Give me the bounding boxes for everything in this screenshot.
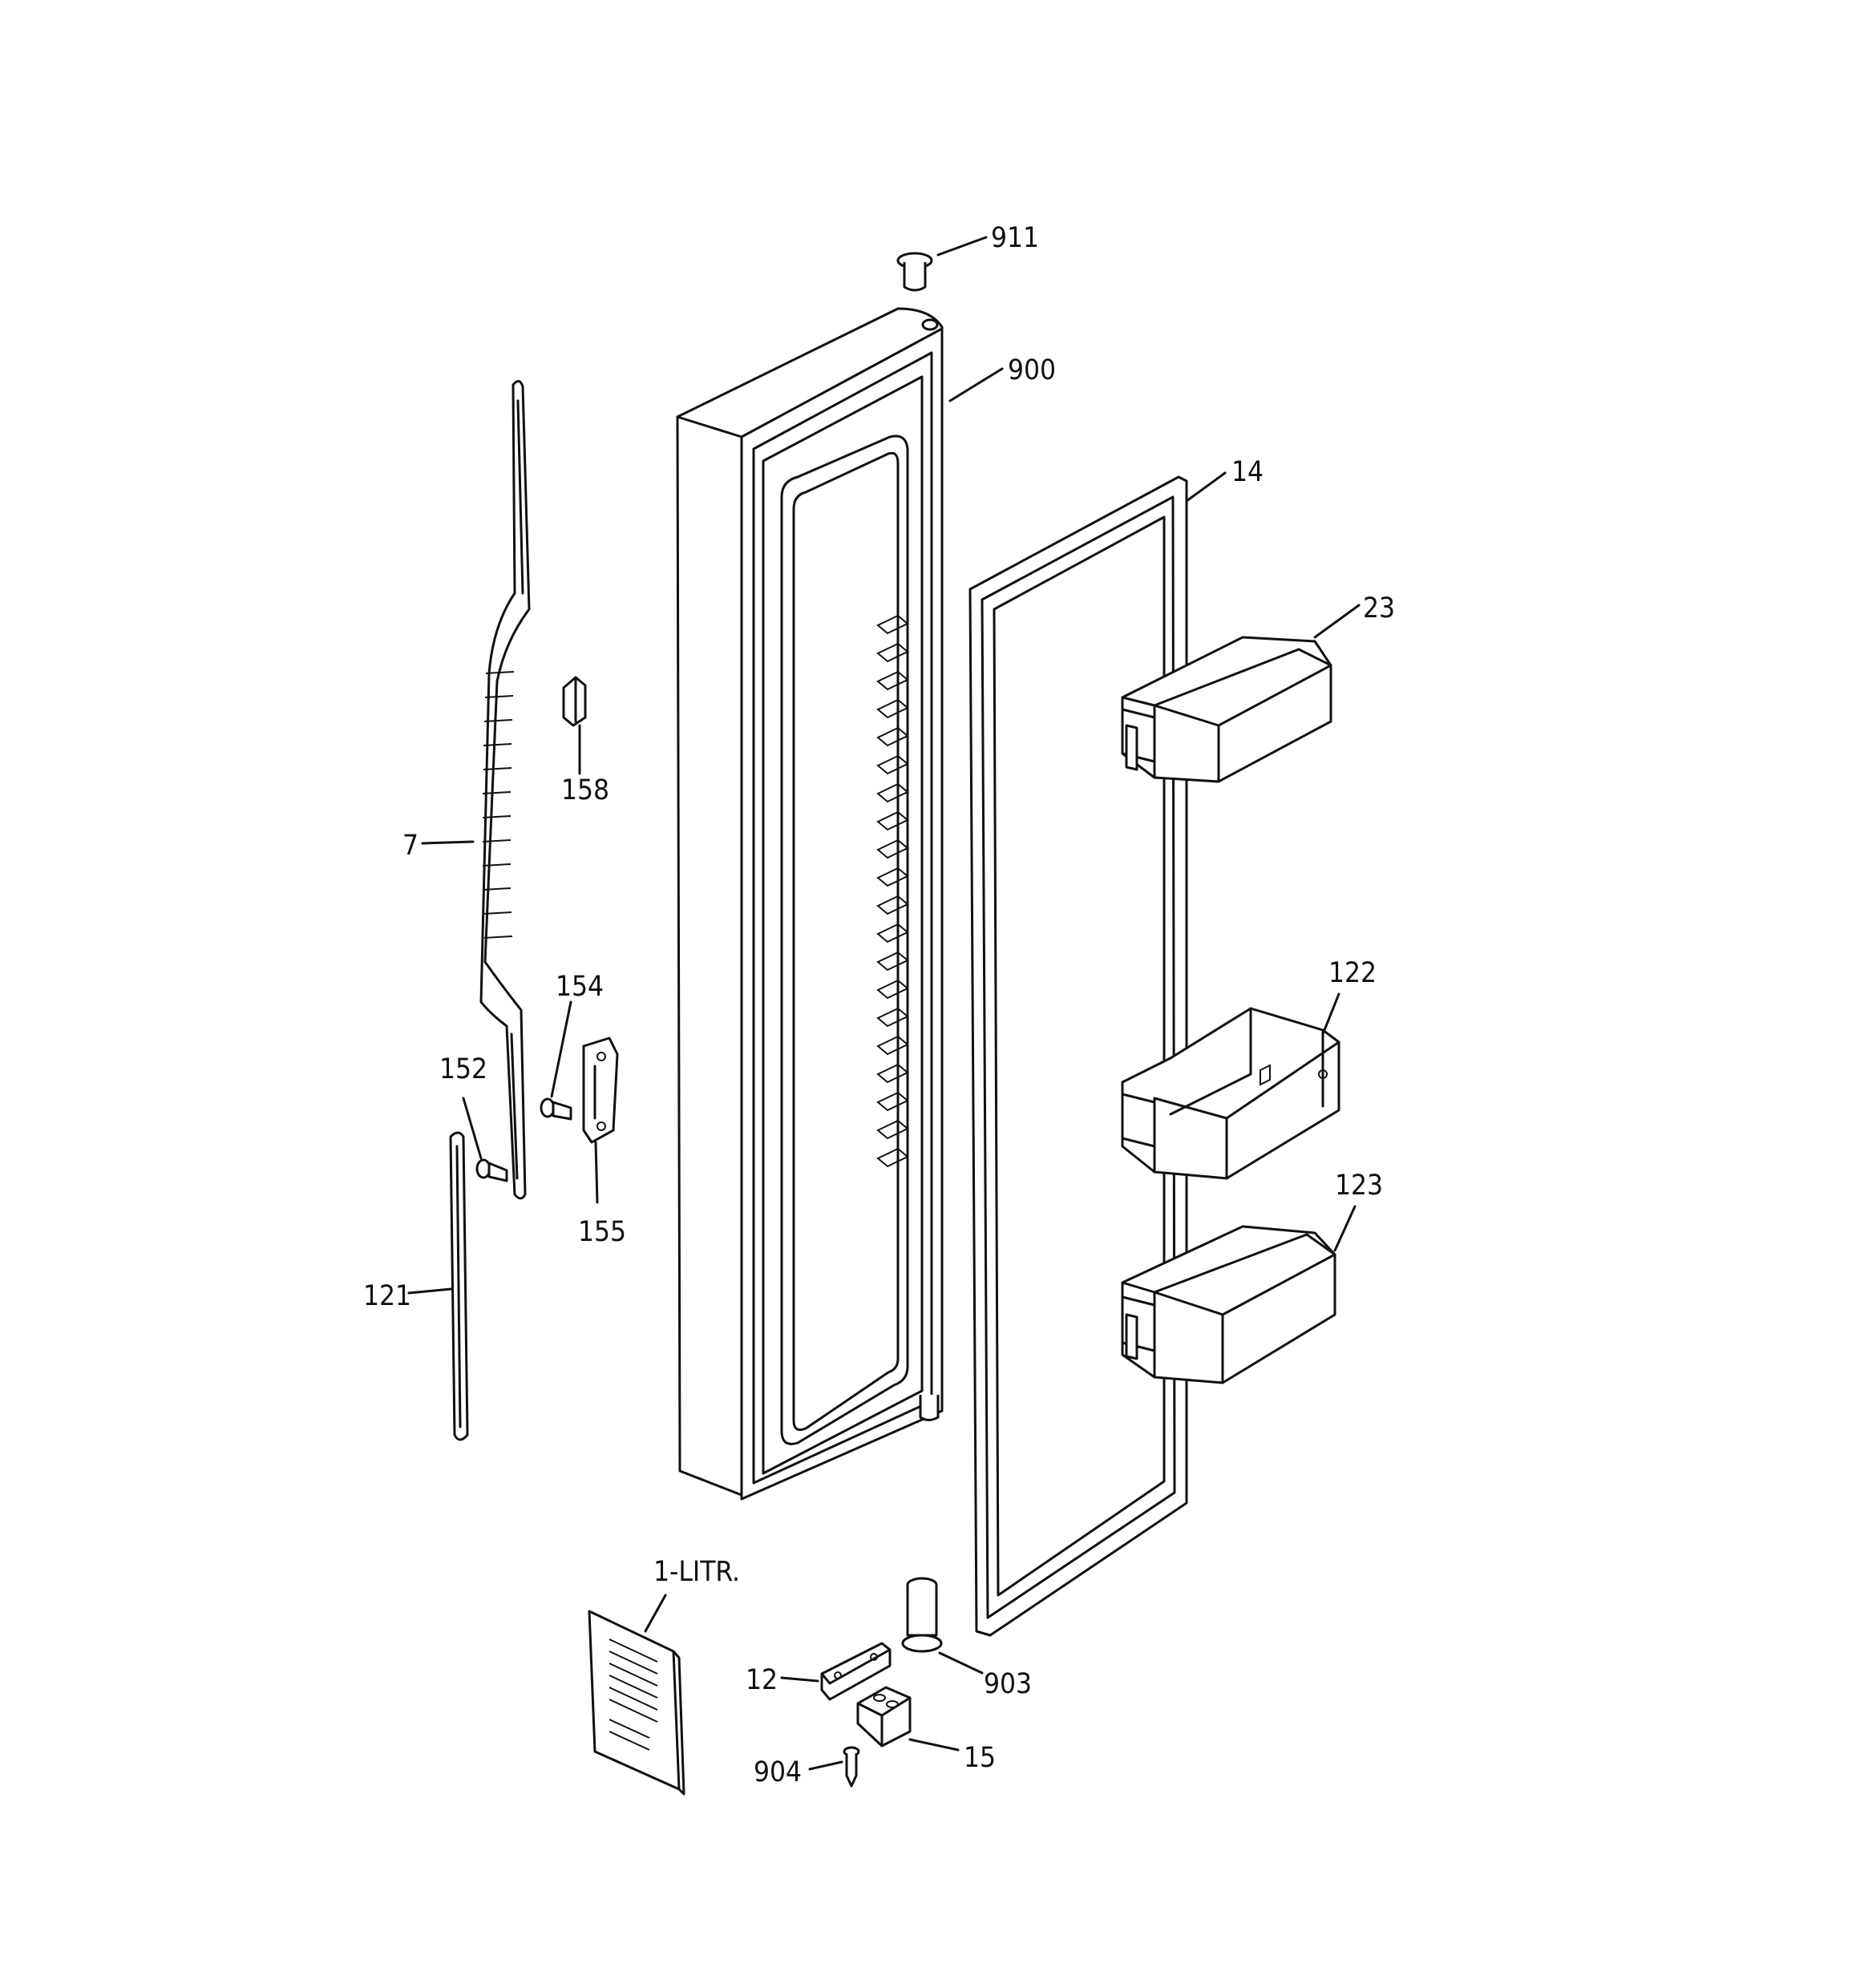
part-7-handle xyxy=(479,380,531,1200)
part-14-gasket xyxy=(968,475,1188,1637)
callout-23: 23 xyxy=(1363,592,1395,624)
part-155-bracket xyxy=(582,1036,619,1144)
part-152-screw xyxy=(475,1158,508,1182)
callout-7: 7 xyxy=(402,830,418,862)
part-123-bin xyxy=(1121,1225,1336,1384)
part-15-hinge xyxy=(856,1686,912,1748)
leader-12 xyxy=(780,1676,819,1683)
callout-123: 123 xyxy=(1335,1170,1383,1202)
leader-900 xyxy=(948,367,1004,402)
callout-152: 152 xyxy=(439,1053,487,1085)
leader-14 xyxy=(1185,471,1227,503)
part-154-screw xyxy=(540,1097,572,1121)
part-12-shim xyxy=(820,1642,892,1701)
leader-154 xyxy=(550,1000,572,1098)
callout-12: 12 xyxy=(746,1664,778,1696)
callout-labels: 911 900 14 23 158 7 154 152 155 122 123 … xyxy=(363,222,1395,1788)
callout-1-litr: 1-LITR. xyxy=(653,1556,740,1588)
callout-903: 903 xyxy=(984,1668,1032,1700)
callout-122: 122 xyxy=(1328,957,1377,989)
callout-154: 154 xyxy=(556,971,604,1003)
leader-155 xyxy=(594,1141,599,1204)
part-158-clip xyxy=(562,676,587,727)
callout-900: 900 xyxy=(1008,354,1056,386)
callout-911: 911 xyxy=(991,222,1039,254)
part-904-screw xyxy=(843,1746,860,1788)
leader-122 xyxy=(1321,992,1340,1036)
callout-121: 121 xyxy=(363,1280,411,1312)
callout-14: 14 xyxy=(1231,456,1264,488)
part-903-bushing xyxy=(901,1577,943,1653)
part-122-bin xyxy=(1121,1007,1340,1180)
part-1-litr-booklet xyxy=(588,1610,685,1796)
leader-904 xyxy=(808,1760,843,1771)
callout-904: 904 xyxy=(754,1756,802,1788)
callout-15: 15 xyxy=(964,1742,996,1774)
leader-903 xyxy=(938,1651,984,1675)
callout-158: 158 xyxy=(561,774,609,806)
leader-911 xyxy=(936,236,988,257)
leader-15 xyxy=(908,1738,960,1752)
leader-7 xyxy=(421,840,475,845)
part-121-trim xyxy=(449,1131,469,1441)
door-rack-tabs xyxy=(876,614,909,1168)
part-23-bin xyxy=(1121,636,1332,783)
leader-lines xyxy=(407,236,1361,1771)
handle-grip-ridges xyxy=(482,671,515,939)
leader-23 xyxy=(1313,604,1361,639)
leader-152 xyxy=(462,1097,483,1160)
leader-1-litr xyxy=(644,1594,667,1633)
leader-121 xyxy=(407,1287,453,1295)
part-911-bushing xyxy=(896,252,933,292)
part-900-door xyxy=(676,307,944,1501)
callout-155: 155 xyxy=(578,1216,626,1248)
leader-123 xyxy=(1333,1205,1357,1252)
